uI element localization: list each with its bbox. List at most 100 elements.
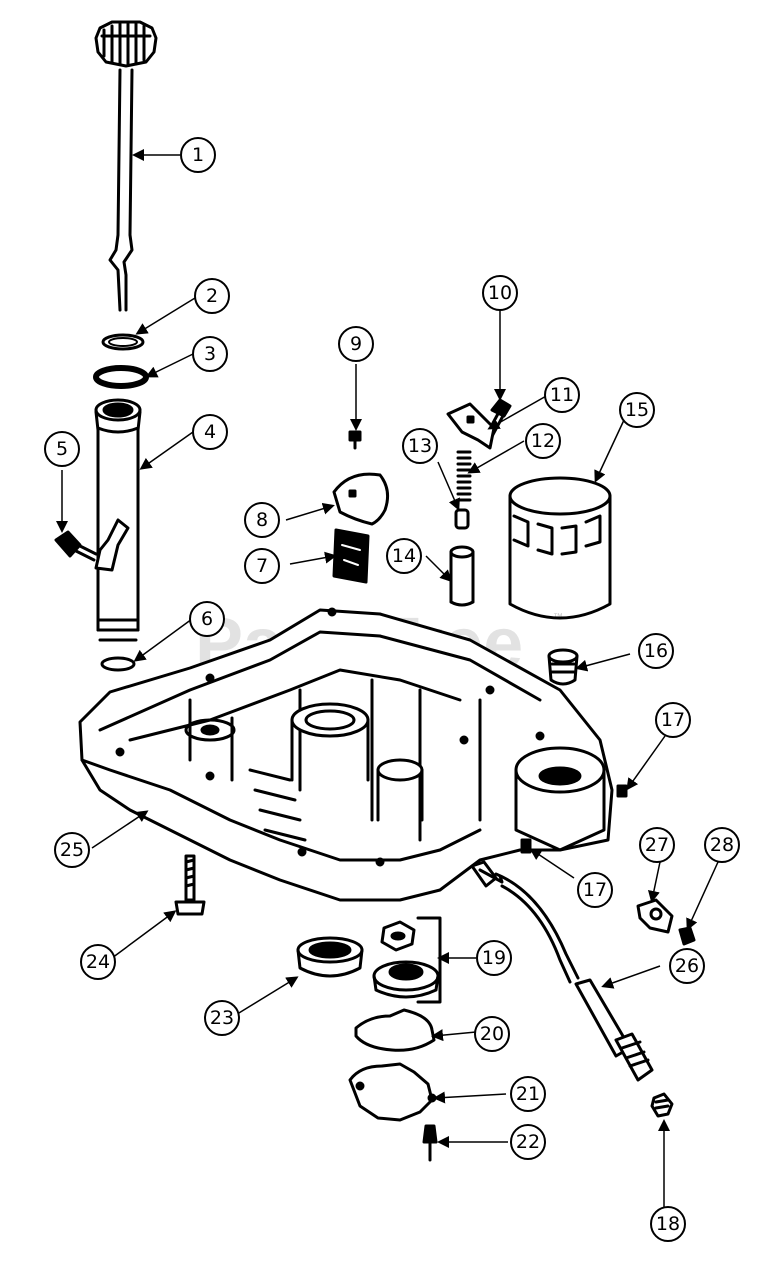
callout-9: 9 — [338, 326, 374, 362]
part-seal-23 — [296, 936, 364, 978]
callout-26: 26 — [669, 948, 705, 984]
part-bolt-5 — [54, 530, 98, 562]
part-dipstick — [94, 20, 158, 312]
callout-number: 4 — [204, 421, 216, 443]
callout-1: 1 — [180, 137, 216, 173]
callout-circle — [577, 872, 613, 908]
callout-circle — [338, 326, 374, 362]
callout-number: 22 — [516, 1131, 540, 1153]
callout-number: 11 — [550, 384, 574, 406]
callout-number: 15 — [625, 399, 649, 421]
callout-8: 8 — [244, 502, 280, 538]
callout-number: 6 — [201, 608, 213, 630]
callout-circle — [476, 940, 512, 976]
part-spring-12 — [456, 450, 472, 502]
callout-circle — [482, 275, 518, 311]
callout-number: 27 — [645, 834, 669, 856]
callout-number: 7 — [256, 555, 268, 577]
part-screw-17a — [616, 784, 628, 798]
callout-number: 21 — [516, 1083, 540, 1105]
part-screw-28 — [678, 926, 696, 946]
callout-number: 17 — [583, 879, 607, 901]
part-pump-gears-19 — [372, 916, 442, 1004]
callout-number: 28 — [710, 834, 734, 856]
callout-18: 18 — [650, 1206, 686, 1242]
callout-circle — [525, 423, 561, 459]
callout-circle — [638, 633, 674, 669]
callout-circle — [244, 548, 280, 584]
part-oil-pan-25 — [78, 607, 614, 902]
callout-circle — [544, 377, 580, 413]
callout-circle — [474, 1016, 510, 1052]
part-pump-cover-21 — [348, 1062, 437, 1122]
callout-circle — [510, 1076, 546, 1112]
part-o-ring-large — [93, 365, 149, 389]
part-cap-18 — [650, 1092, 674, 1118]
callout-number: 14 — [392, 545, 416, 567]
callout-circle — [194, 278, 230, 314]
callout-number: 8 — [256, 509, 268, 531]
callout-14: 14 — [386, 538, 422, 574]
callout-circle — [44, 431, 80, 467]
callout-27: 27 — [639, 827, 675, 863]
callout-6: 6 — [189, 601, 225, 637]
callout-circle — [244, 502, 280, 538]
part-drain-hose-26 — [470, 860, 654, 1082]
callout-16: 16 — [638, 633, 674, 669]
part-bracket-11 — [446, 402, 496, 450]
callout-28: 28 — [704, 827, 740, 863]
part-dipstick-tube — [94, 398, 142, 642]
part-screw-17b — [520, 838, 532, 854]
part-plate-7 — [332, 528, 370, 584]
part-plate-8 — [332, 472, 390, 526]
callout-number: 10 — [488, 282, 512, 304]
callout-12: 12 — [525, 423, 561, 459]
part-sleeve-14 — [449, 545, 475, 607]
callout-circle — [192, 414, 228, 450]
callout-circle — [650, 1206, 686, 1242]
callout-number: 23 — [210, 1007, 234, 1029]
callout-20: 20 — [474, 1016, 510, 1052]
callout-number: 3 — [204, 343, 216, 365]
callout-number: 17 — [661, 709, 685, 731]
callout-7: 7 — [244, 548, 280, 584]
callout-10: 10 — [482, 275, 518, 311]
callout-circle — [54, 832, 90, 868]
callout-25: 25 — [54, 832, 90, 868]
callout-number: 18 — [656, 1213, 680, 1235]
callout-number: 2 — [206, 285, 218, 307]
part-o-ring-6 — [100, 656, 136, 672]
callout-number: 16 — [644, 640, 668, 662]
part-bolt-24 — [174, 854, 206, 916]
callout-number: 19 — [482, 947, 506, 969]
part-clip-27 — [636, 898, 674, 934]
callout-layer: 1234567891011121314151617171819202122232… — [44, 137, 740, 1242]
callout-number: 26 — [675, 955, 699, 977]
callout-number: 13 — [408, 435, 432, 457]
callout-15: 15 — [619, 392, 655, 428]
callout-circle — [180, 137, 216, 173]
callout-circle — [704, 827, 740, 863]
callout-17: 17 — [655, 702, 691, 738]
part-screw-22 — [422, 1124, 438, 1162]
callout-number: 20 — [480, 1023, 504, 1045]
callout-circle — [639, 827, 675, 863]
callout-number: 25 — [60, 839, 84, 861]
callout-circle — [669, 948, 705, 984]
callout-circle — [619, 392, 655, 428]
part-plug-16 — [547, 648, 579, 686]
callout-21: 21 — [510, 1076, 546, 1112]
part-o-ring-small — [101, 333, 145, 351]
callout-22: 22 — [510, 1124, 546, 1160]
callout-circle — [655, 702, 691, 738]
part-screw-9 — [348, 430, 362, 450]
callout-circle — [386, 538, 422, 574]
part-oil-filter-15 — [508, 476, 612, 620]
callout-circle — [192, 336, 228, 372]
callout-13: 13 — [402, 428, 438, 464]
callout-circle — [80, 944, 116, 980]
callout-17: 17 — [577, 872, 613, 908]
callout-number: 24 — [86, 951, 110, 973]
callout-24: 24 — [80, 944, 116, 980]
